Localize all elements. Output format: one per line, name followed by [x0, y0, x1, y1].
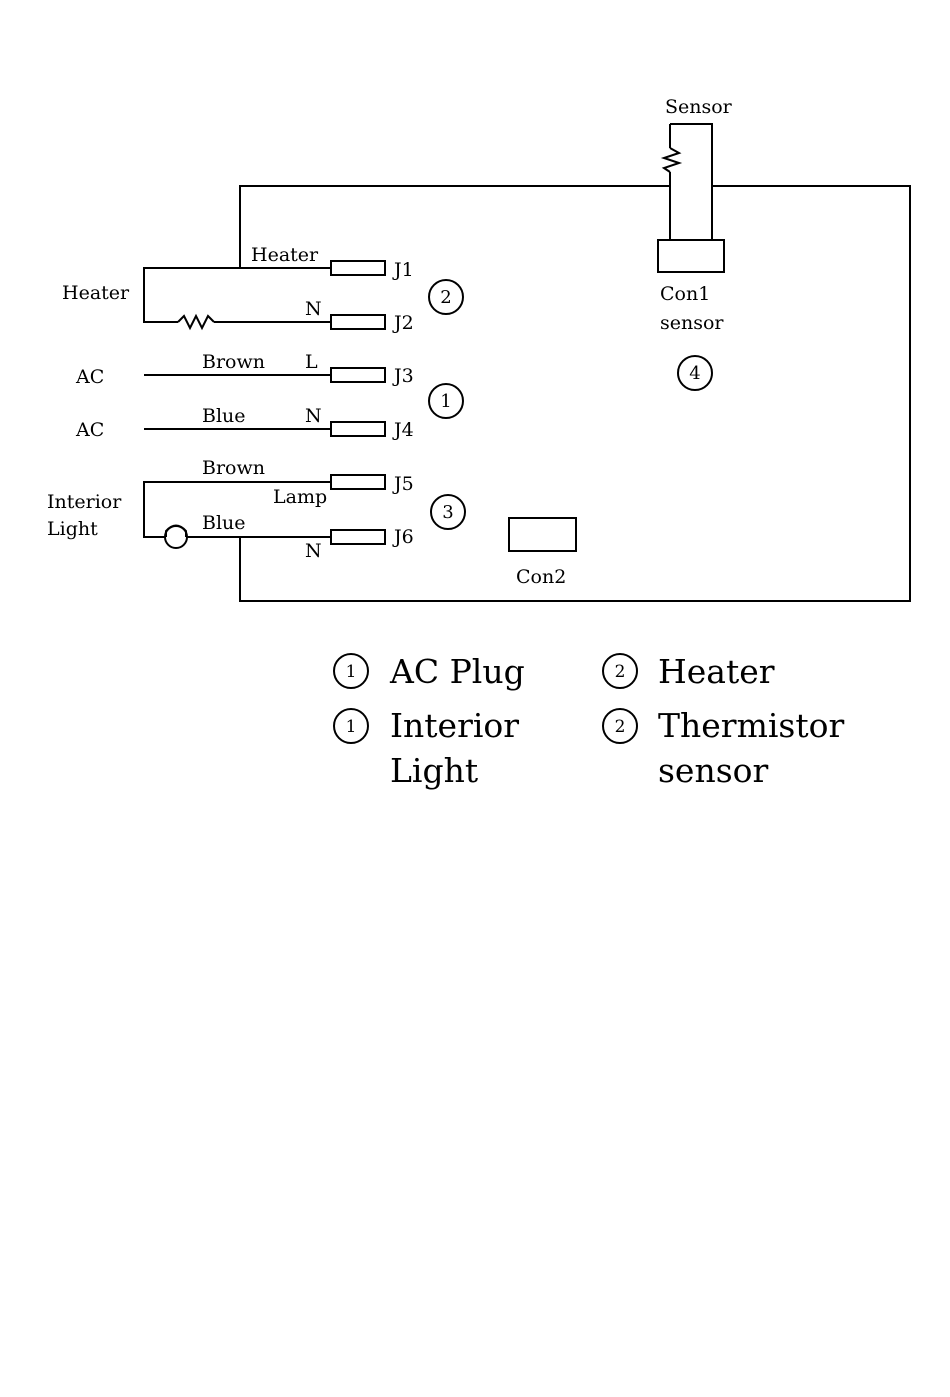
brown-wire-label-j5: Brown [202, 457, 265, 479]
group-number-heater: 2 [440, 287, 451, 308]
lamp-circle [165, 526, 187, 548]
terminal-j2 [331, 315, 385, 329]
legend-text-heater: Heater [658, 652, 775, 691]
ac-label-1: AC [75, 366, 104, 388]
sensor-probe-body [670, 124, 712, 240]
legend-number-ac-plug: 1 [346, 662, 357, 682]
sensor-label: Sensor [665, 96, 733, 118]
legend-text-thermistor-line1: Thermistor [658, 706, 844, 745]
terminal-j3-label: J3 [392, 365, 414, 387]
interior-light-label-line1: Interior [47, 491, 122, 513]
legend-text-interior-light-line1: Interior [390, 706, 519, 745]
terminal-j4-label: J4 [392, 419, 414, 441]
blue-wire-label-j4: Blue [202, 405, 246, 427]
terminal-j6-label: J6 [392, 526, 414, 548]
con1-label: Con1 [660, 283, 710, 305]
lamp-wire-label: Lamp [273, 486, 327, 508]
terminal-j1-label: J1 [392, 259, 414, 281]
con1-connector [658, 240, 724, 272]
legend-text-ac-plug: AC Plug [389, 652, 525, 691]
group-number-ac: 1 [440, 391, 451, 412]
group-number-light: 3 [442, 502, 453, 523]
con2-connector [509, 518, 576, 551]
n-wire-label-j6: N [305, 540, 322, 562]
heater-left-label: Heater [62, 282, 130, 304]
legend: 1 AC Plug 2 Heater 1 Interior Light 2 Th… [334, 652, 844, 790]
terminal-j3 [331, 368, 385, 382]
ac-label-2: AC [75, 419, 104, 441]
terminal-j5-label: J5 [392, 473, 414, 495]
con1-sub-label: sensor [660, 312, 724, 334]
heater-wire-loop [144, 268, 331, 322]
terminal-j5 [331, 475, 385, 489]
terminal-j4 [331, 422, 385, 436]
thermistor-zigzag [664, 148, 679, 172]
heater-wire-label: Heater [251, 244, 319, 266]
group-number-sensor: 4 [689, 363, 700, 384]
blue-wire-label-j6: Blue [202, 512, 246, 534]
terminal-j1 [331, 261, 385, 275]
l-wire-label-j3: L [305, 351, 318, 373]
terminal-j2-label: J2 [392, 312, 414, 334]
heater-resistor-zigzag [178, 316, 214, 328]
legend-number-interior-light: 1 [346, 717, 357, 737]
lamp-symbol [166, 526, 186, 538]
brown-wire-label-j3: Brown [202, 351, 265, 373]
n-wire-label-j4: N [305, 405, 322, 427]
interior-light-label-line2: Light [47, 518, 98, 540]
legend-text-thermistor-line2: sensor [658, 751, 769, 790]
legend-number-heater: 2 [615, 662, 626, 682]
con2-label: Con2 [516, 566, 566, 588]
legend-text-interior-light-line2: Light [390, 751, 478, 790]
n-wire-label-j2: N [305, 298, 322, 320]
legend-number-thermistor: 2 [615, 717, 626, 737]
terminal-j6 [331, 530, 385, 544]
